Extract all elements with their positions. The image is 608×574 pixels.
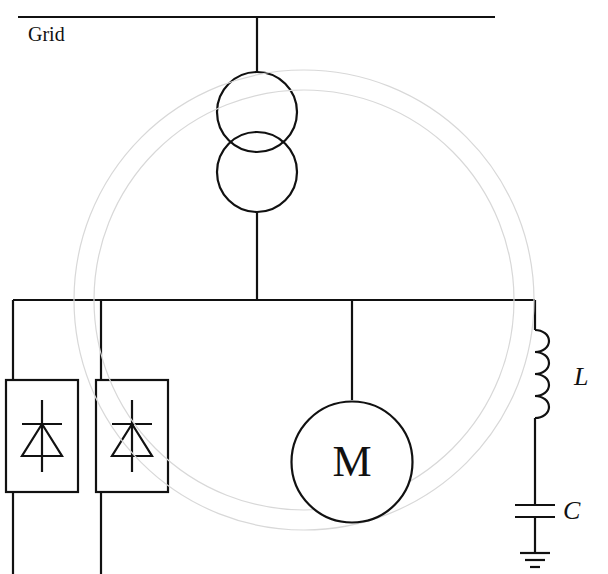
motor-circle	[292, 402, 413, 523]
ground-symbol	[520, 552, 550, 554]
diode-symbol	[22, 424, 62, 456]
ground-symbol	[525, 559, 545, 561]
branch-wire	[351, 300, 353, 400]
diode-lead	[131, 400, 133, 472]
capacitor-plate	[515, 504, 555, 506]
ground-symbol	[530, 566, 540, 568]
branch-wire	[12, 300, 14, 380]
motor-symbol: M	[290, 400, 414, 524]
watermark-outline	[74, 70, 534, 530]
feeder-wire	[256, 17, 258, 72]
transformer-winding	[217, 132, 297, 212]
feeder-wire	[256, 212, 258, 300]
branch-wire	[534, 517, 536, 553]
diode-symbol	[112, 424, 152, 456]
inductor-label: L	[574, 364, 588, 390]
rectifier-box	[96, 380, 168, 492]
branch-wire	[100, 492, 102, 574]
motor-letter: M	[332, 440, 371, 484]
diode-bar	[112, 423, 152, 425]
inductor-coil	[535, 330, 549, 418]
diode-bar	[22, 423, 62, 425]
load-bus	[13, 299, 535, 301]
watermark	[74, 70, 534, 530]
rectifier-box	[6, 380, 78, 492]
diode-lead	[41, 400, 43, 472]
branch-wire	[12, 492, 14, 574]
branch-wire	[534, 418, 536, 505]
capacitor-label: C	[563, 498, 580, 524]
branch-wire	[100, 300, 102, 380]
transformer-winding	[217, 72, 297, 152]
grid-label: Grid	[28, 24, 65, 44]
